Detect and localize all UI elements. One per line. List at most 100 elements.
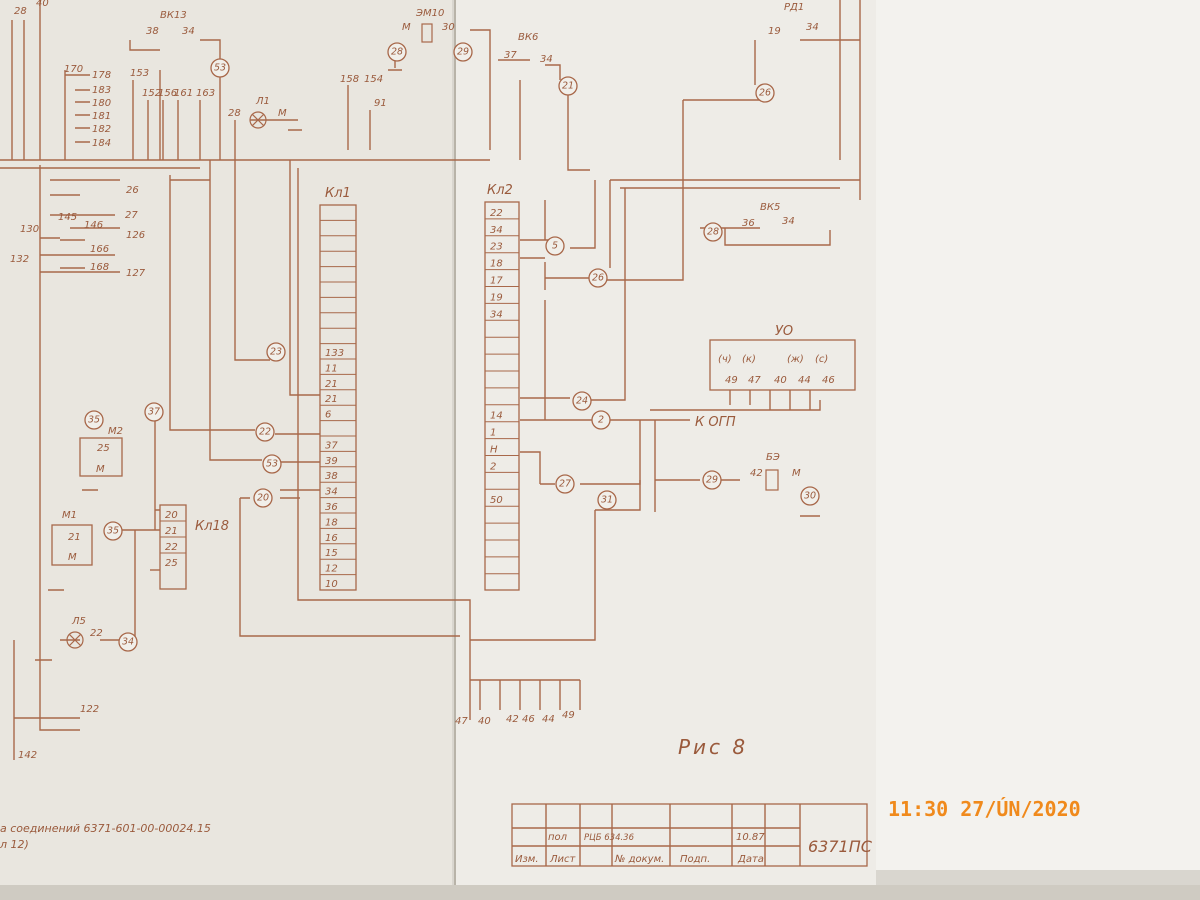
- m1-ground: М: [68, 552, 77, 563]
- pin-label: 145: [58, 212, 77, 223]
- node-circle: [597, 490, 617, 510]
- svg-text:37: 37: [504, 50, 517, 61]
- kl1-terminal: 38: [325, 471, 338, 482]
- pin-label: 161: [174, 88, 193, 99]
- node-label: 26: [759, 88, 771, 99]
- kl1-terminal: 10: [325, 579, 338, 590]
- middle-sheet: [456, 0, 876, 885]
- kl2-label: Кл2: [487, 183, 513, 198]
- pin-label: 183: [92, 85, 111, 96]
- node-circle: [266, 342, 286, 362]
- pin-label: 180: [92, 98, 111, 109]
- title-header: Лист: [549, 854, 577, 865]
- svg-text:ВК5: ВК5: [760, 202, 780, 213]
- node-circle: [555, 474, 575, 494]
- node-marker: 35: [84, 410, 104, 430]
- kl1-terminal: 16: [325, 533, 338, 544]
- node-label: 20: [257, 493, 269, 504]
- yo-pin: 47: [748, 375, 761, 386]
- node-marker: 53: [262, 454, 282, 474]
- svg-text:ЭМ10: ЭМ10: [415, 8, 444, 19]
- kl1-terminal: 15: [325, 548, 338, 559]
- node-circle: [703, 222, 723, 242]
- title-header: № докум.: [614, 854, 664, 865]
- pin-label: 152: [142, 88, 161, 99]
- pin-label: 184: [92, 138, 111, 149]
- pin-label: 44: [542, 714, 555, 725]
- datetime-stamp: 11:30 27/ÚN/2020: [888, 797, 1081, 821]
- pin-label: 27: [125, 210, 138, 221]
- lamp-l5: Л5 22: [66, 616, 103, 649]
- lamp-l1: Л1 28 М: [228, 96, 287, 129]
- m2-label: М2: [108, 426, 123, 437]
- node-label: 24: [576, 396, 588, 407]
- pin-label: 132: [10, 254, 29, 265]
- yo-group-ch: (ч): [718, 354, 732, 365]
- wiring: [0, 0, 861, 760]
- node-marker: 29: [702, 470, 722, 490]
- node-label: 28: [391, 47, 403, 58]
- node-marker: 37: [144, 402, 164, 422]
- node-circle: [558, 76, 578, 96]
- kl2-terminal: 19: [490, 292, 503, 303]
- pin-label: 49: [562, 710, 575, 721]
- left-sheet: [0, 0, 452, 890]
- kl1-terminal: 36: [325, 502, 338, 513]
- title-row-cell: РЦБ 634.36: [584, 833, 635, 843]
- kl2-terminal: 34: [490, 309, 503, 320]
- kl2-terminal: 22: [490, 208, 503, 219]
- node-circle: [453, 42, 473, 62]
- node-marker: 34: [118, 632, 138, 652]
- title-row-cell: 10.87: [736, 832, 765, 843]
- svg-text:30: 30: [442, 22, 455, 33]
- node-circle: [572, 391, 592, 411]
- kl18-terminal: 25: [165, 558, 178, 569]
- node-label: 26: [592, 273, 604, 284]
- node-marker: 2: [591, 410, 611, 430]
- node-label: 53: [214, 63, 226, 74]
- yo-pin: 40: [774, 375, 787, 386]
- node-marker: 22: [255, 422, 275, 442]
- node-marker: 20: [253, 488, 273, 508]
- yo-group-s: (с): [815, 354, 828, 365]
- kl1-terminal: 37: [325, 440, 338, 451]
- node-label: 31: [601, 495, 613, 506]
- pin-label: 182: [92, 124, 111, 135]
- pin-label: 142: [18, 750, 37, 761]
- kl2-terminal: 34: [490, 225, 503, 236]
- yo-label: УО: [775, 324, 793, 339]
- node-marker: 21: [558, 76, 578, 96]
- kl1-terminal: 133: [325, 348, 344, 359]
- svg-text:Л5: Л5: [71, 616, 86, 627]
- kl2-terminal: 50: [490, 495, 503, 506]
- node-marker: 30: [800, 486, 820, 506]
- pin-label: 91: [374, 98, 387, 109]
- node-circle: [755, 83, 775, 103]
- node-marker: 26: [588, 268, 608, 288]
- node-circle: [144, 402, 164, 422]
- node-label: 53: [266, 459, 278, 470]
- node-label: 28: [707, 227, 719, 238]
- pin-label: 40: [36, 0, 49, 9]
- svg-text:42: 42: [750, 468, 763, 479]
- switch-rd1: РД1 19 34: [768, 2, 819, 37]
- node-label: 29: [706, 475, 718, 486]
- m1-block: М1 21 М: [51, 510, 93, 566]
- svg-text:19: 19: [768, 26, 781, 37]
- node-label: 23: [270, 347, 282, 358]
- node-circle: [262, 454, 282, 474]
- node-label: 21: [562, 81, 574, 92]
- pin-label: 122: [80, 704, 99, 715]
- node-label: 29: [457, 47, 469, 58]
- pin-label: 26: [126, 185, 139, 196]
- m2-ground: М: [96, 464, 105, 475]
- pin-label: 178: [92, 70, 111, 81]
- svg-text:М: М: [402, 22, 411, 33]
- svg-text:22: 22: [90, 628, 103, 639]
- svg-text:34: 34: [782, 216, 795, 227]
- pin-label: 170: [64, 64, 83, 75]
- pin-labels: 170 178 183 180 181 182 184 153 152 156 …: [10, 0, 575, 761]
- kl18-label: Кл18: [195, 519, 229, 534]
- kl2-terminal: 18: [490, 259, 503, 270]
